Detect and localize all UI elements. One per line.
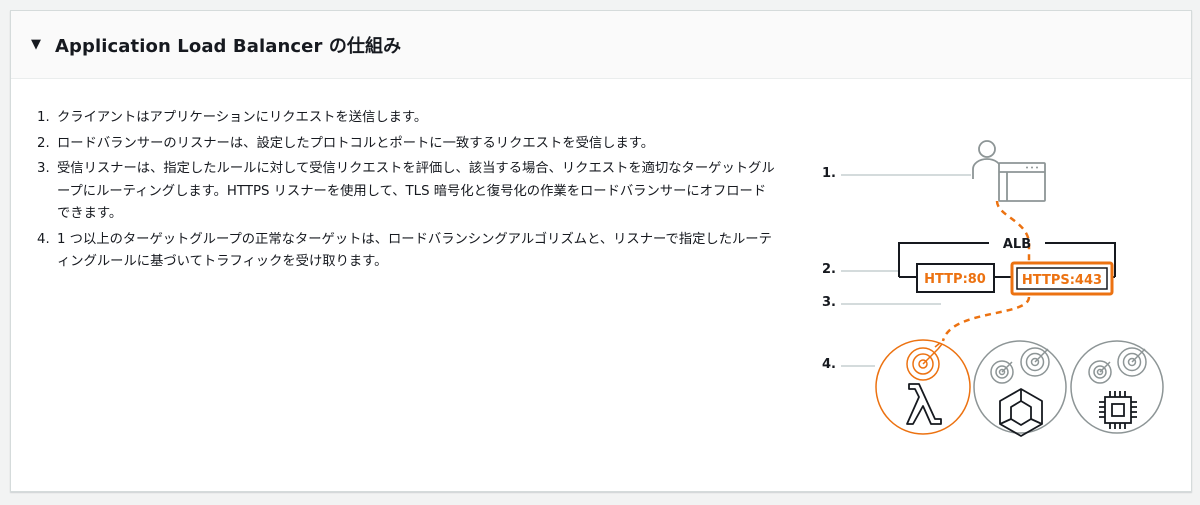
list-item: 4. 1 つ以上のターゲットグループの正常なターゲットは、ロードバランシングアル…	[37, 229, 777, 274]
list-item: 3. 受信リスナーは、指定したルールに対して受信リクエストを評価し、該当する場合…	[37, 158, 777, 226]
container-icon	[999, 388, 1043, 437]
panel-header-toggle[interactable]: ▼ Application Load Balancer の仕組み	[11, 11, 1191, 79]
step-text: クライアントはアプリケーションにリクエストを送信します。	[57, 110, 428, 125]
step-text: 受信リスナーは、指定したルールに対して受信リクエストを評価し、該当する場合、リク…	[57, 161, 775, 221]
listener-https-label: HTTPS:443	[1022, 273, 1102, 288]
panel-body: 1. クライアントはアプリケーションにリクエストを送信します。 2. ロードバラ…	[11, 79, 1191, 491]
lambda-icon	[906, 383, 942, 425]
alb-bracket	[898, 242, 1116, 277]
target-icon	[990, 347, 1050, 384]
target-icon	[1088, 347, 1147, 384]
step-text: 1 つ以上のターゲットグループの正常なターゲットは、ロードバランシングアルゴリズ…	[57, 231, 772, 270]
list-item: 1. クライアントはアプリケーションにリクエストを送信します。	[37, 107, 777, 130]
callout-4: 4.	[822, 357, 836, 372]
caret-down-icon[interactable]: ▼	[31, 37, 41, 52]
step-number: 4.	[37, 231, 50, 247]
panel-title: Application Load Balancer の仕組み	[55, 35, 402, 57]
target-icon	[906, 342, 943, 381]
traffic-path-in	[995, 200, 1031, 275]
ec2-instance-icon	[1099, 391, 1137, 429]
target-group-ec2	[1070, 340, 1164, 434]
steps-list: 1. クライアントはアプリケーションにリクエストを送信します。 2. ロードバラ…	[37, 107, 777, 277]
callout-1: 1.	[822, 166, 836, 181]
listener-http-label: HTTP:80	[924, 272, 986, 287]
traffic-path-out	[941, 296, 1031, 342]
target-group-container	[973, 340, 1067, 437]
step-number: 3.	[37, 161, 50, 176]
alb-label: ALB	[1003, 237, 1031, 252]
step-number: 1.	[37, 110, 50, 125]
target-group-lambda	[875, 339, 971, 435]
callout-3: 3.	[822, 295, 836, 310]
listener-https-box	[1010, 261, 1114, 296]
step-number: 2.	[37, 135, 50, 151]
listener-https-inner	[1016, 267, 1108, 290]
client-user-icon	[972, 140, 1002, 179]
alb-info-panel: ▼ Application Load Balancer の仕組み 1. クライア…	[10, 10, 1192, 492]
list-item: 2. ロードバランサーのリスナーは、設定したプロトコルとポートに一致するリクエス…	[37, 133, 777, 156]
listener-http-box	[916, 263, 995, 293]
step-text: ロードバランサーのリスナーは、設定したプロトコルとポートに一致するリクエストを受…	[57, 135, 655, 151]
alb-diagram: 1. 2. 3. 4.	[822, 140, 1164, 437]
browser-window-icon	[998, 162, 1046, 202]
callout-2: 2.	[822, 262, 836, 277]
